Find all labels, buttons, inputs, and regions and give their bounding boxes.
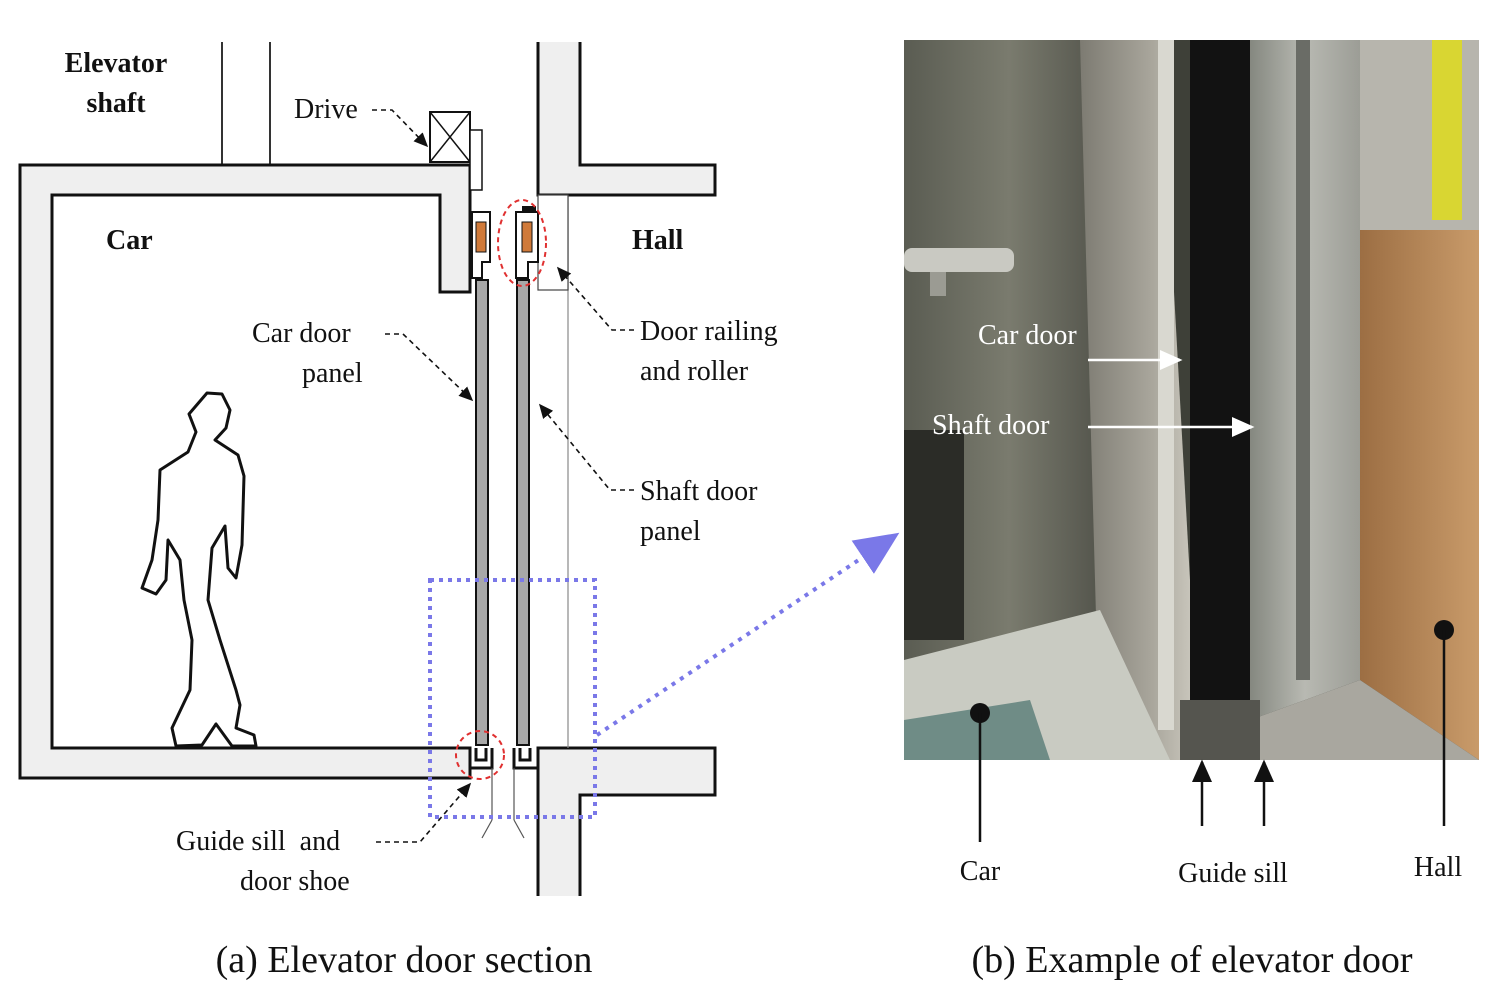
car-door-panel: [475, 279, 489, 746]
drive-box-cross-b: [429, 111, 471, 163]
hall-wood-wall: [1360, 210, 1479, 760]
hall-yellow-strip: [1432, 40, 1462, 220]
guide-sill-photo: [1180, 700, 1260, 760]
door-gap: [1190, 40, 1250, 760]
drive-leader-arrow: [372, 109, 429, 148]
hall-header-block: [537, 194, 569, 291]
panel-a-caption: (a) Elevator door section: [216, 939, 593, 981]
car-handrail: [904, 248, 1014, 272]
door-photo: [904, 40, 1479, 760]
panel-b-caption: (b) Example of elevator door: [971, 939, 1412, 981]
door-railing-label-line2: and roller: [640, 356, 749, 387]
sill-support-line-3: [481, 819, 493, 839]
car-wall: [18, 163, 472, 780]
car-door-roller: [475, 221, 487, 253]
shaft-door-rail-top: [522, 206, 536, 212]
car-floor-tile: [904, 700, 1050, 760]
car-door-panel-label-line1: Car door: [252, 318, 351, 349]
door-railing-label-line1: Door railing: [640, 316, 778, 347]
shaft-door-photo-label: Shaft door: [932, 410, 1050, 441]
shaft-door-panel: [516, 279, 530, 746]
elevator-shaft-label-line2: shaft: [86, 88, 146, 119]
car-photo-bottom-label: Car: [960, 856, 1001, 887]
guide-sill-label-line2: door shoe: [240, 866, 350, 897]
shaft-door-panel-leader-arrow: [538, 403, 634, 491]
guide-sill-leader-arrow: [376, 782, 472, 843]
hall-floor: [1250, 680, 1479, 760]
detail-highlight-box: [428, 578, 597, 819]
elevator-shaft-label-line1: Elevator: [65, 48, 168, 79]
guide-sill-label-line1: Guide sill and: [176, 826, 340, 857]
guide-sill-marker: [455, 730, 505, 780]
sill-support-line-4: [513, 819, 525, 839]
door-railing-leader-arrow: [556, 266, 634, 331]
door-railing-marker: [497, 199, 547, 287]
car-door-panel-leader-arrow: [385, 333, 474, 402]
hall-wall-lower: [536, 746, 717, 896]
car-door-edge: [1158, 40, 1174, 730]
car-label: Car: [106, 225, 153, 256]
person-silhouette: [140, 391, 258, 748]
shaft-guide-sill: [512, 748, 540, 770]
car-guide-sill: [468, 748, 494, 770]
shaft-door-panel-label-line2: panel: [640, 516, 701, 547]
car-handrail-bracket: [930, 272, 946, 296]
drive-label: Drive: [294, 94, 358, 125]
guide-sill-photo-label: Guide sill: [1178, 858, 1288, 889]
hall-wall-upper: [536, 42, 717, 197]
shaft-door-roller: [521, 221, 533, 253]
panel-a-section-diagram: Elevator shaft Car Hall Drive Car door p…: [18, 42, 900, 981]
car-wall-dark-patch: [904, 430, 964, 640]
hall-photo-bottom-label: Hall: [1414, 852, 1462, 883]
shaft-door-edge: [1296, 40, 1310, 680]
panel-b-photo-illustration: Car door Shaft door Car Guide sill Hall …: [904, 40, 1479, 981]
hall-label: Hall: [632, 225, 684, 256]
car-door-photo-label: Car door: [978, 320, 1077, 351]
drive-bracket: [469, 129, 483, 191]
detail-connector-arrow: [595, 532, 900, 737]
shaft-door-panel-label-line1: Shaft door: [640, 476, 758, 507]
car-door-panel-label-line2: panel: [302, 358, 363, 389]
